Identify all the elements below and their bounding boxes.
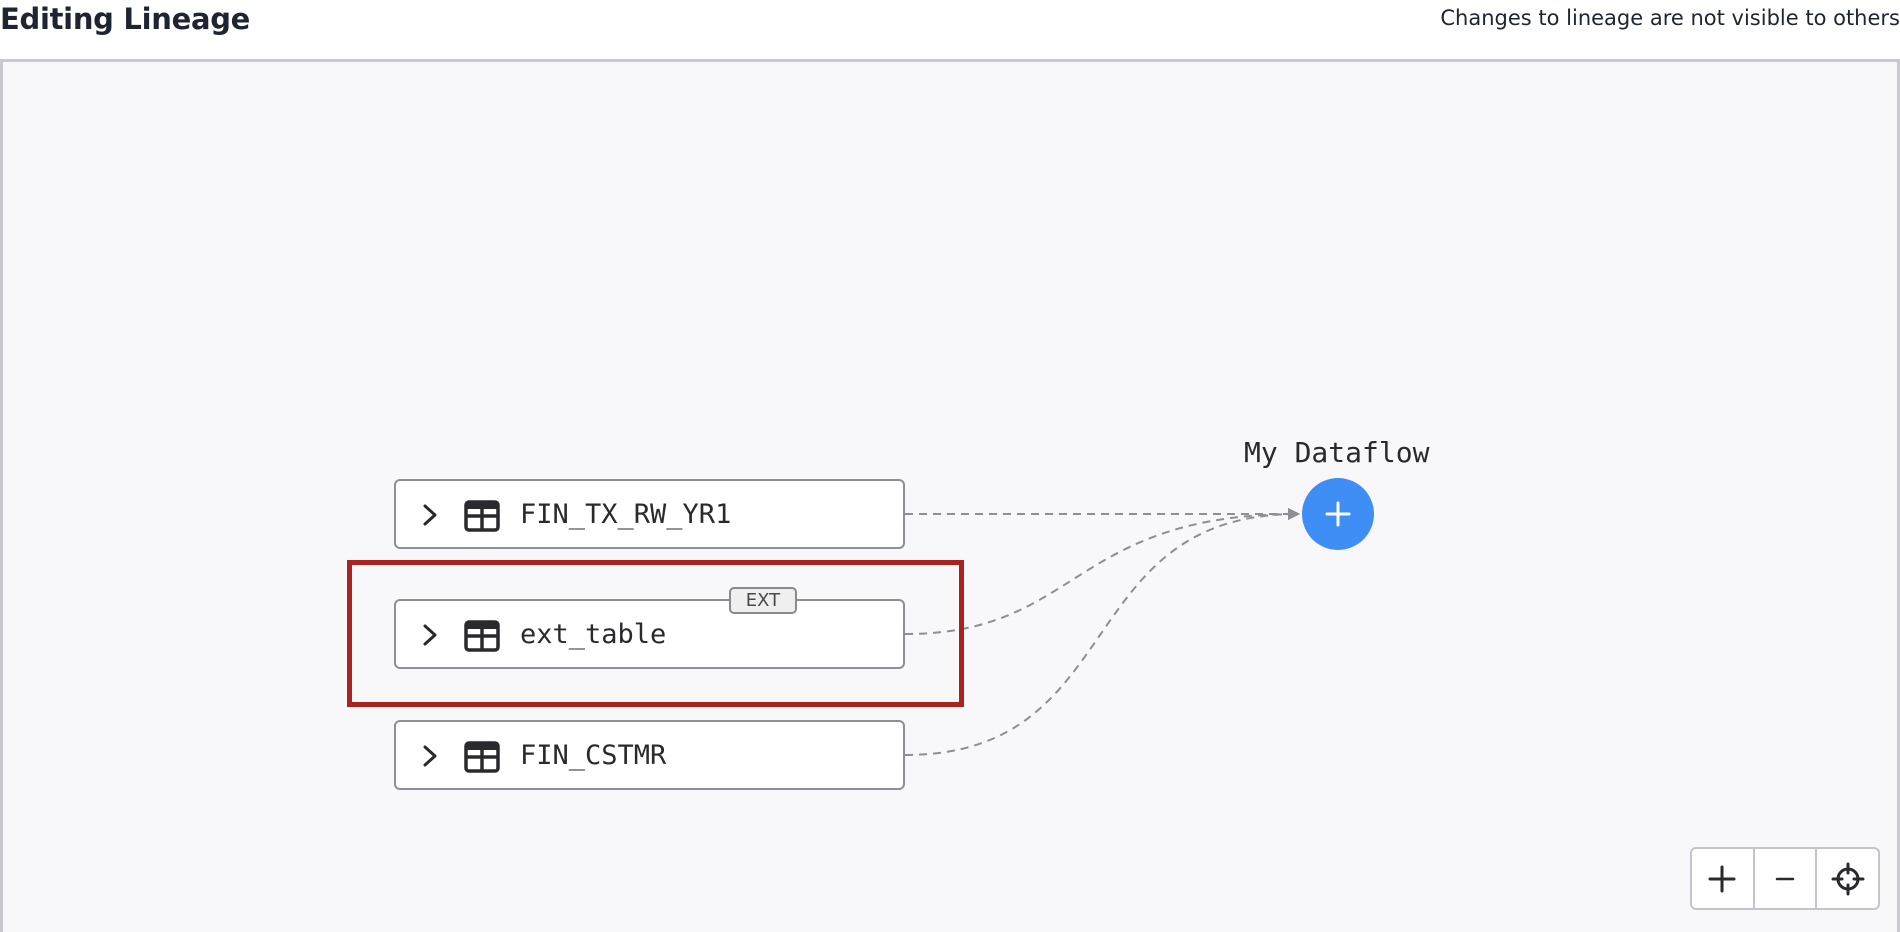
header: Editing Lineage Changes to lineage are n…	[0, 0, 1900, 60]
chevron-right-icon[interactable]	[416, 621, 444, 649]
chevron-right-icon[interactable]	[416, 742, 444, 770]
plus-icon	[1325, 501, 1351, 527]
zoom-in-button[interactable]	[1692, 849, 1755, 908]
zoom-out-button[interactable]	[1755, 849, 1818, 908]
node-label: FIN_TX_RW_YR1	[520, 499, 732, 530]
dataflow-label: My Dataflow	[1244, 436, 1430, 469]
visibility-notice: Changes to lineage are not visible to ot…	[1440, 6, 1900, 30]
node-label: ext_table	[520, 619, 667, 650]
lineage-node-ext-table[interactable]: ext_table	[394, 599, 905, 669]
lineage-canvas[interactable]	[0, 59, 1900, 932]
ext-badge: EXT	[729, 587, 797, 614]
table-icon	[464, 500, 500, 532]
minus-icon	[1775, 877, 1795, 880]
lineage-node-fin-tx-rw-yr1[interactable]: FIN_TX_RW_YR1	[394, 479, 905, 549]
table-icon	[464, 741, 500, 773]
crosshair-icon	[1831, 862, 1865, 895]
lineage-node-fin-cstmr[interactable]: FIN_CSTMR	[394, 720, 905, 790]
zoom-controls	[1690, 847, 1880, 910]
fit-view-button[interactable]	[1817, 849, 1878, 908]
chevron-right-icon[interactable]	[416, 501, 444, 529]
node-label: FIN_CSTMR	[520, 740, 667, 771]
page-title: Editing Lineage	[0, 2, 251, 36]
add-dataflow-button[interactable]	[1302, 478, 1374, 550]
plus-icon	[1708, 865, 1736, 892]
selection-highlight	[347, 560, 964, 707]
table-icon	[464, 620, 500, 652]
